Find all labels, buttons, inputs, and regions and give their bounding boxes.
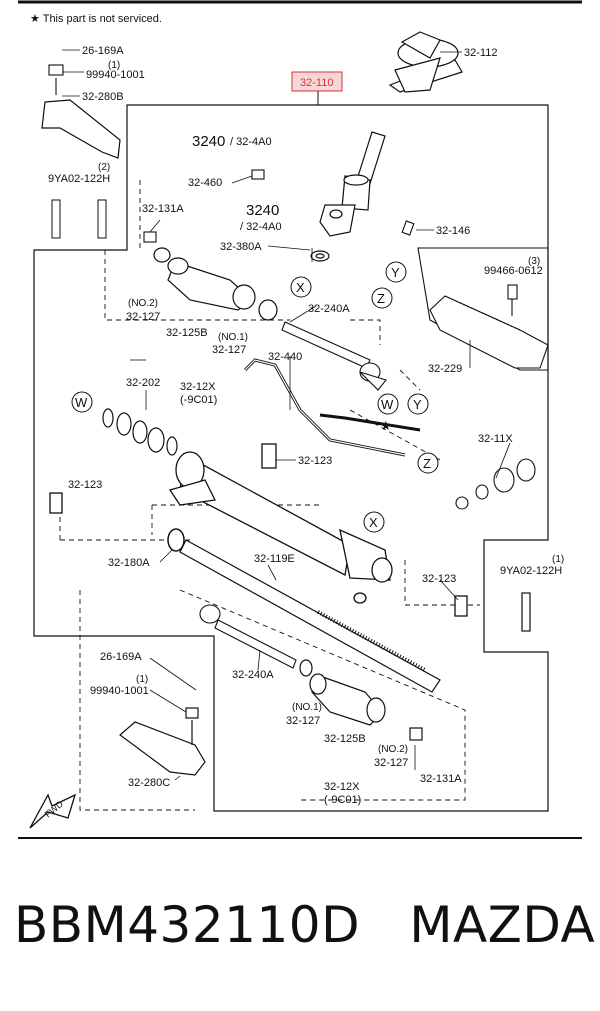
boot-32125B-bottom bbox=[299, 659, 423, 741]
callout-labels: 26-169A (1) 99940-1001 32-280B (2) 9YA02… bbox=[48, 45, 564, 806]
label-32280C: 32-280C bbox=[128, 777, 170, 789]
leader-lines bbox=[62, 49, 511, 781]
marker-z1: Z bbox=[377, 291, 385, 306]
inner-tie-rod-bottom bbox=[199, 604, 297, 669]
brand-name: MAZDA bbox=[409, 896, 596, 954]
part-caption: BBM432110D MAZDA bbox=[14, 896, 596, 954]
seals-32202 bbox=[102, 408, 178, 456]
label-9YA02-right: 9YA02-122H bbox=[500, 565, 562, 577]
label-32131A-bot: 32-131A bbox=[420, 773, 462, 785]
label-32240A-top: 32-240A bbox=[308, 303, 350, 315]
label-3240-a-rest: / 32-4A0 bbox=[230, 136, 272, 148]
reference-marker-letters: Y X Z W W Y Z X ★ bbox=[75, 265, 431, 530]
label-32125B-top: 32-125B bbox=[166, 327, 208, 339]
star-marker: ★ bbox=[380, 418, 392, 433]
label-26169A-bot: 26-169A bbox=[100, 651, 142, 663]
marker-y2: Y bbox=[413, 397, 422, 412]
label-no1-bot: (NO.1) bbox=[292, 702, 322, 713]
marker-z2: Z bbox=[423, 456, 431, 471]
boot-32112 bbox=[388, 31, 463, 93]
label-no2-bot: (NO.2) bbox=[378, 744, 408, 755]
marker-x1: X bbox=[296, 280, 305, 295]
ring-32180A bbox=[167, 528, 185, 552]
marker-y1: Y bbox=[391, 265, 400, 280]
bolt-9YA02-left-2 bbox=[97, 199, 107, 239]
label-32460: 32-460 bbox=[188, 177, 222, 189]
label-3212X-bot: 32-12X bbox=[324, 781, 360, 793]
label-no1-top: (NO.1) bbox=[218, 332, 248, 343]
label-99940-bot: 99940-1001 bbox=[90, 685, 149, 697]
label-3211X: 32-11X bbox=[478, 433, 513, 445]
label-3-right: (3) bbox=[528, 256, 540, 267]
label-32119E: 32-119E bbox=[254, 553, 295, 565]
marker-x2: X bbox=[369, 515, 378, 530]
label-32131A-top: 32-131A bbox=[142, 203, 184, 215]
label-32110: 32-110 bbox=[300, 77, 333, 89]
bolts-9YA02-left bbox=[51, 199, 61, 239]
label-9C01-top: (-9C01) bbox=[180, 394, 217, 406]
label-32112: 32-112 bbox=[464, 47, 497, 59]
pipe-32440-inner bbox=[244, 359, 406, 456]
label-32229: 32-229 bbox=[428, 363, 462, 375]
label-32123-left: 32-123 bbox=[68, 479, 102, 491]
label-32240A-bot: 32-240A bbox=[232, 669, 274, 681]
part-number: BBM432110D bbox=[14, 896, 361, 954]
label-3212X-top: 32-12X bbox=[180, 381, 216, 393]
label-32127-top-b: 32-127 bbox=[212, 344, 246, 356]
label-32127-top-a: 32-127 bbox=[126, 311, 160, 323]
pipe-32440-b bbox=[319, 413, 421, 432]
boot-32125B-top bbox=[153, 247, 278, 321]
label-26169A-top: 26-169A bbox=[82, 45, 124, 57]
bracket-32229 bbox=[417, 247, 549, 371]
label-32127-bot-b: 32-127 bbox=[374, 757, 408, 769]
label-99466: 99466-0612 bbox=[484, 265, 543, 277]
label-3240-a-num: 3240 bbox=[192, 133, 225, 150]
marker-w2: W bbox=[381, 397, 394, 412]
label-32180A: 32-180A bbox=[108, 557, 150, 569]
valve-parts-3211X bbox=[455, 458, 536, 510]
dashed-guides bbox=[59, 180, 480, 811]
inner-tie-rod-top bbox=[281, 321, 387, 391]
label-3240-b-num: 3240 bbox=[246, 202, 279, 219]
label-1-top: (1) bbox=[108, 60, 120, 71]
marker-w1: W bbox=[75, 395, 88, 410]
fwd-arrow: FWD bbox=[29, 793, 77, 829]
pinion-housing bbox=[310, 131, 386, 262]
label-3240-b-rest: / 32-4A0 bbox=[240, 221, 282, 233]
small-hardware bbox=[48, 64, 518, 316]
label-32125B-bot: 32-125B bbox=[324, 733, 366, 745]
label-32123-right: 32-123 bbox=[422, 573, 456, 585]
tie-rod-end-32280C bbox=[119, 592, 531, 776]
not-serviced-note: ★ This part is not serviced. bbox=[30, 13, 162, 25]
label-1-bot: (1) bbox=[136, 674, 148, 685]
label-32280B: 32-280B bbox=[82, 91, 124, 103]
label-1-right: (1) bbox=[552, 554, 564, 565]
highlight-box-32110 bbox=[291, 71, 343, 92]
reference-markers bbox=[71, 261, 439, 533]
label-2: (2) bbox=[98, 162, 110, 173]
label-32380A: 32-380A bbox=[220, 241, 262, 253]
label-99940-top: 99940-1001 bbox=[86, 69, 145, 81]
assembly-outline bbox=[33, 104, 549, 812]
label-9YA02-top: 9YA02-122H bbox=[48, 173, 110, 185]
label-no2-top: (NO.2) bbox=[128, 298, 158, 309]
label-32127-bot-a: 32-127 bbox=[286, 715, 320, 727]
label-32440: 32-440 bbox=[268, 351, 302, 363]
tie-rod-end-32280B bbox=[41, 99, 121, 159]
label-32202: 32-202 bbox=[126, 377, 160, 389]
label-32123-mid: 32-123 bbox=[298, 455, 332, 467]
gear-housing-32110 bbox=[49, 443, 468, 617]
label-9C01-bot: (-9C01) bbox=[324, 794, 361, 806]
label-32146: 32-146 bbox=[436, 225, 470, 237]
